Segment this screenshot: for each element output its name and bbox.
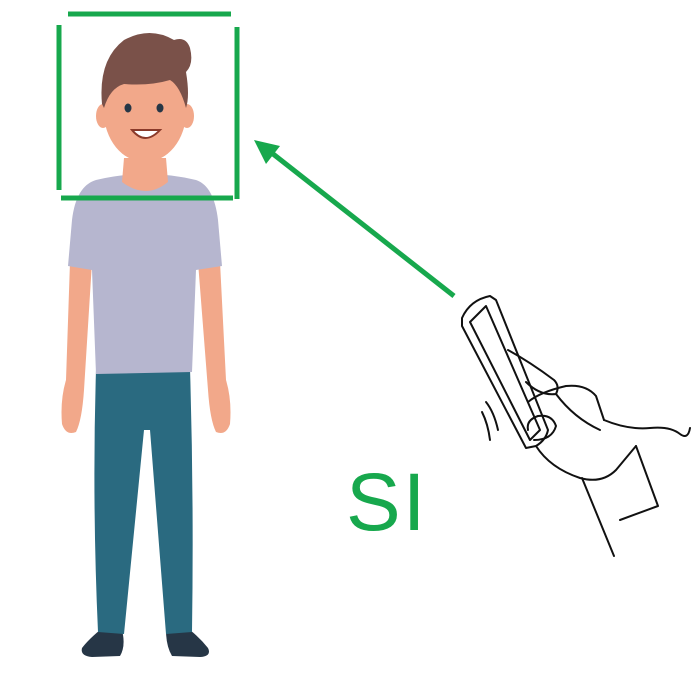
right-shoe [166,630,209,657]
right-arm [198,262,231,433]
pants [94,368,192,634]
arrow-icon [254,140,454,296]
left-eye [125,104,132,113]
neck [122,158,168,191]
left-ear [96,104,110,128]
right-ear [180,104,194,128]
hand-holding-phone-icon [462,296,690,556]
left-arm [62,262,93,433]
right-eye [157,104,164,113]
person-illustration [62,33,231,657]
left-shoe [82,630,124,657]
si-label: SI [346,462,427,544]
